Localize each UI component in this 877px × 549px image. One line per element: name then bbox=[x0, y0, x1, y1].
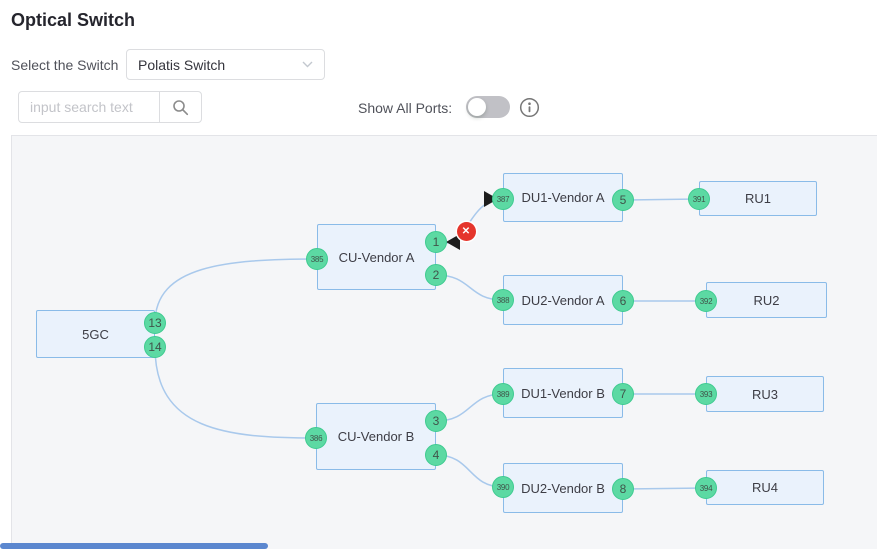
switch-select-value: Polatis Switch bbox=[138, 56, 226, 73]
node-label: CU-Vendor A bbox=[338, 249, 415, 265]
node-du1-vendor-b[interactable]: DU1-Vendor B bbox=[503, 368, 623, 418]
port-2[interactable]: 2 bbox=[425, 264, 447, 286]
node-5gc[interactable]: 5GC bbox=[36, 310, 155, 358]
node-du2-vendor-a[interactable]: DU2-Vendor A bbox=[503, 275, 623, 325]
port-391[interactable]: 391 bbox=[688, 188, 710, 210]
port-6[interactable]: 6 bbox=[612, 290, 634, 312]
port-4[interactable]: 4 bbox=[425, 444, 447, 466]
port-385[interactable]: 385 bbox=[306, 248, 328, 270]
port-387[interactable]: 387 bbox=[492, 188, 514, 210]
node-label: DU1-Vendor A bbox=[521, 190, 605, 205]
search-button[interactable] bbox=[159, 91, 202, 123]
page-title: Optical Switch bbox=[11, 10, 136, 30]
port-14[interactable]: 14 bbox=[144, 336, 166, 358]
toggle-knob bbox=[468, 98, 486, 116]
node-label: RU4 bbox=[751, 480, 778, 495]
node-cu-vendor-a[interactable]: CU-Vendor A bbox=[317, 224, 436, 290]
port-388[interactable]: 388 bbox=[492, 289, 514, 311]
node-label: CU-Vendor B bbox=[337, 429, 415, 444]
node-label: 5GC bbox=[82, 326, 109, 342]
search-icon bbox=[172, 99, 189, 116]
show-all-ports-label: Show All Ports: bbox=[358, 100, 453, 116]
chevron-down-icon bbox=[302, 61, 313, 68]
port-3[interactable]: 3 bbox=[425, 410, 447, 432]
port-392[interactable]: 392 bbox=[695, 290, 717, 312]
port-394[interactable]: 394 bbox=[695, 477, 717, 499]
node-ru1[interactable]: RU1 bbox=[699, 181, 817, 216]
horizontal-scrollbar[interactable] bbox=[0, 543, 268, 549]
port-7[interactable]: 7 bbox=[612, 383, 634, 405]
node-ru3[interactable]: RU3 bbox=[706, 376, 824, 412]
node-label: RU1 bbox=[744, 191, 771, 206]
node-du2-vendor-b[interactable]: DU2-Vendor B bbox=[503, 463, 623, 513]
show-all-ports-toggle[interactable] bbox=[466, 96, 510, 118]
switch-select[interactable]: Polatis Switch bbox=[126, 49, 325, 80]
port-390[interactable]: 390 bbox=[492, 476, 514, 498]
node-du1-vendor-a[interactable]: DU1-Vendor A bbox=[503, 173, 623, 222]
connection-error-badge[interactable]: ✕ bbox=[456, 221, 476, 241]
node-label: DU2-Vendor A bbox=[521, 292, 605, 308]
node-label: DU1-Vendor B bbox=[521, 385, 605, 401]
search-input[interactable] bbox=[18, 91, 160, 123]
node-cu-vendor-b[interactable]: CU-Vendor B bbox=[316, 403, 436, 470]
search-group bbox=[18, 91, 202, 123]
port-5[interactable]: 5 bbox=[612, 189, 634, 211]
node-label: RU3 bbox=[751, 386, 778, 402]
edge-386-14 bbox=[154, 346, 317, 439]
port-389[interactable]: 389 bbox=[492, 383, 514, 405]
port-386[interactable]: 386 bbox=[305, 427, 327, 449]
edge-385-13 bbox=[154, 258, 318, 324]
node-label: RU2 bbox=[753, 292, 780, 308]
port-1[interactable]: 1 bbox=[425, 231, 447, 253]
port-393[interactable]: 393 bbox=[695, 383, 717, 405]
edge-8-394 bbox=[622, 487, 707, 490]
select-switch-label: Select the Switch bbox=[11, 57, 119, 73]
port-13[interactable]: 13 bbox=[144, 312, 166, 334]
node-ru4[interactable]: RU4 bbox=[706, 470, 824, 505]
port-8[interactable]: 8 bbox=[612, 478, 634, 500]
edge-5-391 bbox=[622, 198, 700, 201]
info-icon[interactable] bbox=[519, 97, 540, 118]
node-label: DU2-Vendor B bbox=[521, 480, 605, 496]
node-ru2[interactable]: RU2 bbox=[706, 282, 827, 318]
